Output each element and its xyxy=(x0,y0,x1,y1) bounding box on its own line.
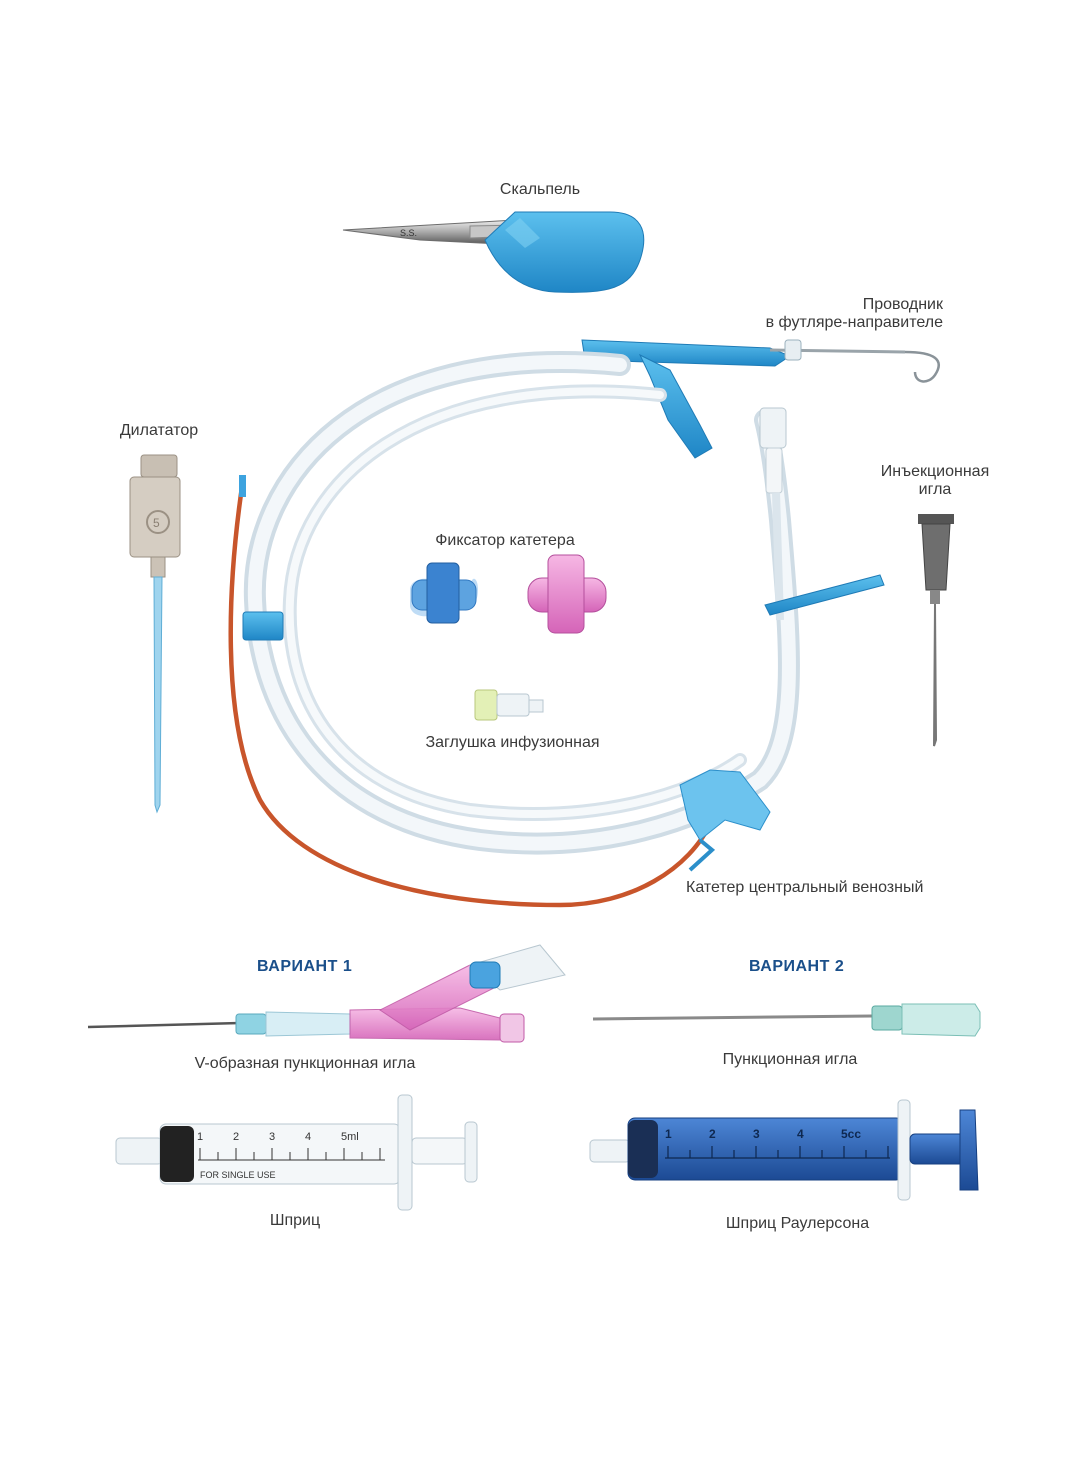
raulerson-scale-label: 5cc xyxy=(841,1127,861,1141)
slide-clamp xyxy=(764,574,885,616)
v-puncture-needle xyxy=(87,944,566,1043)
dilator xyxy=(129,454,181,814)
catheter-hub xyxy=(679,769,771,872)
syringe-scale-label: 1 xyxy=(197,1131,203,1143)
catheter-orange-line xyxy=(228,475,715,908)
injection-needle-label-line2: игла xyxy=(918,481,952,498)
injection-needle xyxy=(918,514,954,747)
infusion-cap-label: Заглушка инфузионная xyxy=(425,734,600,751)
dilator-label: Дилататор xyxy=(119,422,199,439)
syringe-scale-label: 3 xyxy=(269,1131,275,1143)
catheter-clamp-blue xyxy=(410,562,478,624)
catheter-clamp-label: Фиксатор катетера xyxy=(435,532,575,549)
raulerson-scale: 1 2 3 4 5cc xyxy=(665,1127,861,1141)
guidewire-label-line2: в футляре-направителе xyxy=(765,314,943,331)
scalpel-label: Скальпель xyxy=(499,181,581,198)
guidewire-in-sheath xyxy=(581,339,940,459)
raulerson-syringe-label: Шприц Раулерсона xyxy=(725,1215,870,1232)
raulerson-scale-label: 3 xyxy=(753,1127,760,1141)
scalpel xyxy=(342,211,645,293)
puncture-needle xyxy=(592,1003,981,1037)
luer-hub xyxy=(759,407,787,621)
puncture-needle-label: Пункционная игла xyxy=(722,1051,858,1068)
raulerson-scale-label: 1 xyxy=(665,1127,672,1141)
raulerson-scale-label: 2 xyxy=(709,1127,716,1141)
raulerson-syringe xyxy=(589,1099,979,1201)
injection-needle-label-line1: Инъекционная xyxy=(880,463,990,480)
catheter-coil xyxy=(242,351,800,855)
syringe-scale-label: 5ml xyxy=(341,1131,359,1143)
variant-1-heading: ВАРИАНТ 1 xyxy=(257,958,353,975)
cvc-label: Катетер центральный венозный xyxy=(686,879,924,896)
syringe-scale: 1 2 3 4 5ml xyxy=(197,1131,359,1143)
syringe-print: FOR SINGLE USE xyxy=(200,1170,276,1180)
variant-2-heading: ВАРИАНТ 2 xyxy=(749,958,845,975)
guidewire-label-line1: Проводник xyxy=(862,296,943,313)
infusion-cap xyxy=(474,689,544,721)
scalpel-blade-text: S.S. xyxy=(400,228,417,238)
catheter-clamp-pink xyxy=(527,554,607,634)
syringe-scale-label: 2 xyxy=(233,1131,239,1143)
v-needle-label: V-образная пункционная игла xyxy=(194,1055,416,1072)
syringe xyxy=(115,1094,478,1211)
syringe-scale-label: 4 xyxy=(305,1131,311,1143)
dilator-size-mark: 5 xyxy=(153,516,160,530)
syringe-label: Шприц xyxy=(269,1212,321,1229)
raulerson-scale-label: 4 xyxy=(797,1127,804,1141)
